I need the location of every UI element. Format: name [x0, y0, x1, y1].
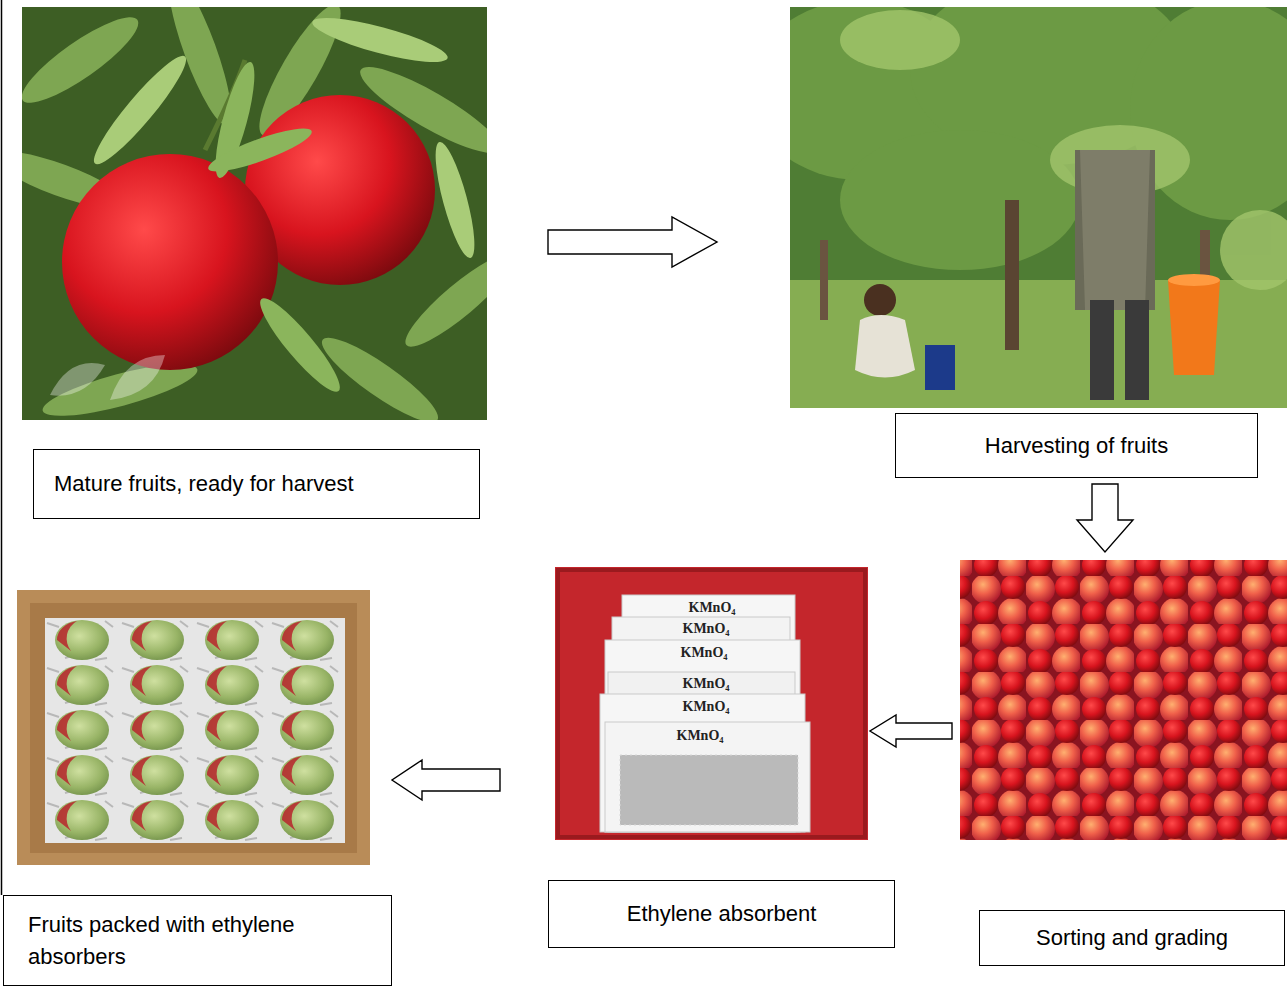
stage-panel: Fruits packed with ethylene absorbers [17, 590, 370, 865]
stage-panel: Mature fruits, ready for harvest [22, 7, 487, 420]
block-arrow [870, 715, 952, 747]
sachet-label: KMnO₄ [683, 676, 730, 692]
block-arrow [548, 217, 717, 267]
sachet-label: KMnO₄ [677, 728, 724, 744]
caption-text: Mature fruits, ready for harvest [54, 468, 354, 500]
caption-text: Ethylene absorbent [627, 898, 817, 930]
caption-box: Ethylene absorbent [548, 880, 895, 948]
caption-box: Sorting and grading [979, 910, 1285, 966]
stage-panel: Harvesting of fruits [790, 7, 1287, 408]
caption-box: Harvesting of fruits [895, 413, 1258, 478]
caption-text: Fruits packed with ethylene absorbers [28, 909, 351, 973]
sachet-label: KMnO₄ [683, 699, 730, 715]
sachet-label: KMnO₄ [683, 621, 730, 637]
caption-text: Sorting and grading [1036, 922, 1228, 954]
caption-box: Mature fruits, ready for harvest [33, 449, 480, 519]
sachet-label: KMnO₄ [689, 600, 736, 616]
caption-box: Fruits packed with ethylene absorbers [3, 895, 392, 986]
block-arrow [392, 760, 500, 800]
stage-panel: Sorting and grading [960, 560, 1287, 840]
caption-text: Harvesting of fruits [985, 430, 1168, 462]
block-arrow [1077, 484, 1133, 552]
sachet-label: KMnO₄ [681, 645, 728, 661]
